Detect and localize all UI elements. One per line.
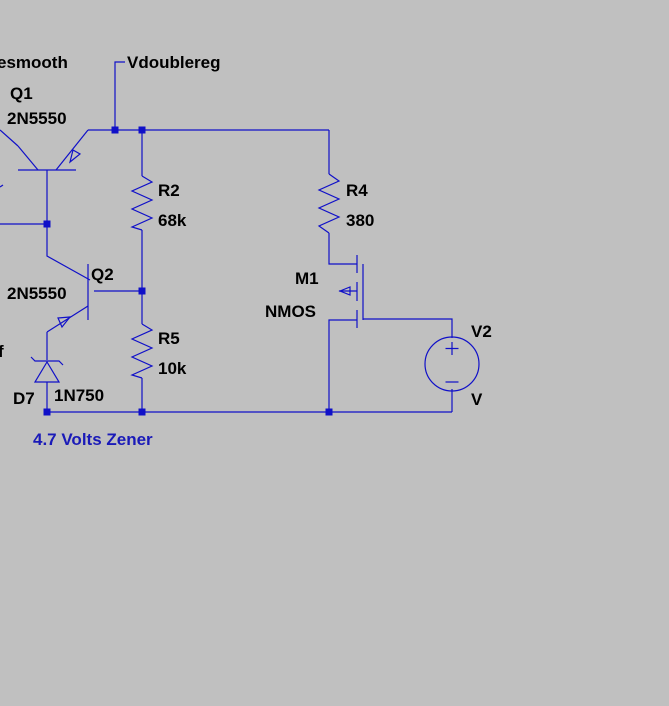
q2-model: 2N5550 [7,284,67,303]
voltage-source-icon[interactable] [424,336,480,392]
m1-name: M1 [295,269,319,288]
q1-name: Q1 [10,84,33,103]
wire-q1-collector [0,129,19,147]
r5-name: R5 [158,329,180,348]
junction-dot [111,126,119,134]
resistor-icon[interactable] [130,323,154,379]
partial-label: f [0,342,4,361]
wire-vdoublereg-flag [114,61,125,130]
d7-name: D7 [13,389,35,408]
wires [0,61,453,413]
wire-m1-source [328,319,357,412]
zener-comment: 4.7 Volts Zener [33,430,153,449]
junction-dot [43,408,51,416]
npn-transistor-icon[interactable] [17,129,89,171]
resistor-icon[interactable] [130,175,154,231]
junction-dot [43,220,51,228]
wire-m1-gate [363,318,453,338]
wire-left-stub [0,184,4,188]
v2-value: V [471,390,483,409]
resistor-icon[interactable] [317,173,341,234]
junction-dot [325,408,333,416]
junction-dot [138,408,146,416]
wire-r4-bottom [328,233,357,265]
labels: esmooth Vdoublereg Q1 2N5550 Q2 2N5550 R… [0,53,492,449]
r2-value: 68k [158,211,187,230]
m1-model: NMOS [265,302,316,321]
junction-dot [138,126,146,134]
r4-name: R4 [346,181,368,200]
r4-value: 380 [346,211,374,230]
net-label-left[interactable]: esmooth [0,53,68,72]
junctions [43,126,333,416]
v2-name: V2 [471,322,492,341]
r5-value: 10k [158,359,187,378]
zener-diode-icon[interactable] [30,356,64,383]
r2-name: R2 [158,181,180,200]
q2-name: Q2 [91,265,114,284]
net-label-top[interactable]: Vdoublereg [127,53,221,72]
q1-model: 2N5550 [7,109,67,128]
d7-model: 1N750 [54,386,104,405]
wire-q2-collector [46,224,91,281]
junction-dot [138,287,146,295]
npn-transistor-icon[interactable] [46,264,89,333]
nmos-transistor-icon[interactable] [338,255,364,328]
